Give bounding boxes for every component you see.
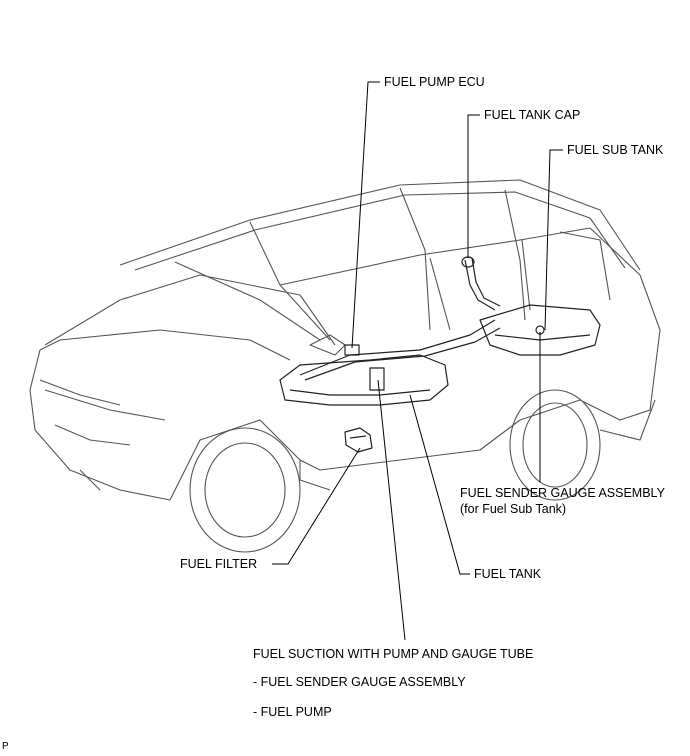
label-fuel-sub-tank: FUEL SUB TANK <box>567 143 664 157</box>
leader-fuel-tank-cap <box>467 114 480 258</box>
vehicle-outline <box>29 179 661 553</box>
leader-fuel-filter <box>272 447 361 565</box>
fuel-system-components <box>279 256 601 453</box>
label-fuel-suction: FUEL SUCTION WITH PUMP AND GAUGE TUBE <box>253 647 534 661</box>
label-fuel-pump: - FUEL PUMP <box>253 705 332 719</box>
label-fuel-sender-gauge-sub-note: (for Fuel Sub Tank) <box>460 502 567 516</box>
label-fuel-tank-cap: FUEL TANK CAP <box>484 108 581 122</box>
leader-fuel-sub-tank <box>544 149 563 331</box>
figure-code: P <box>2 741 9 752</box>
leader-fuel-tank <box>409 394 470 575</box>
label-fuel-sender-gauge: - FUEL SENDER GAUGE ASSEMBLY <box>253 675 466 689</box>
label-fuel-filter: FUEL FILTER <box>180 557 258 571</box>
label-fuel-sender-gauge-sub: FUEL SENDER GAUGE ASSEMBLY <box>460 486 665 500</box>
label-fuel-pump-ecu: FUEL PUMP ECU <box>384 75 485 89</box>
leader-lines <box>272 81 563 641</box>
leader-fuel-pump-ecu <box>351 81 380 349</box>
leader-fuel-suction <box>377 379 406 641</box>
label-fuel-tank: FUEL TANK <box>474 567 542 581</box>
